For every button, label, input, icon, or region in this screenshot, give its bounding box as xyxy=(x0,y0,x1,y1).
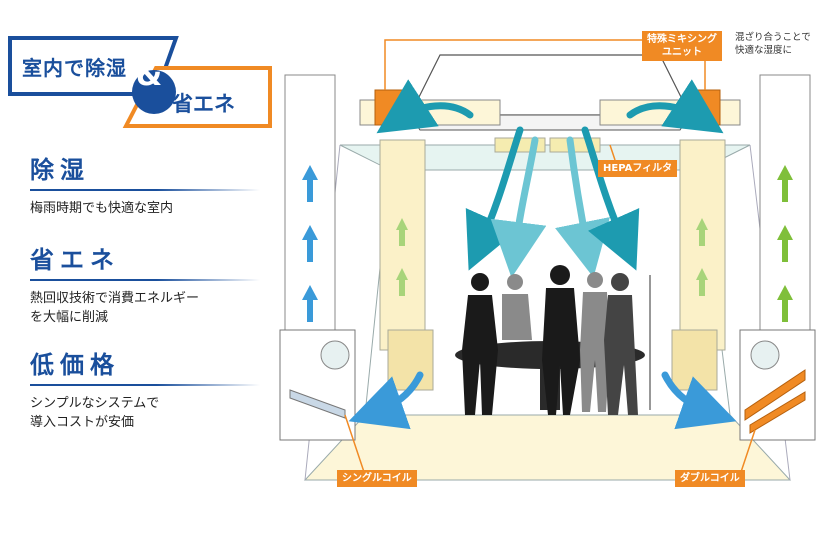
feature-title: 省エネ xyxy=(30,246,120,274)
double-coil xyxy=(744,369,806,421)
callout-hepa-filter: HEPAフィルタ xyxy=(598,160,678,177)
callout-line: 快適な湿度に xyxy=(735,45,793,56)
feature-desc-line: 導入コストが安価 xyxy=(30,415,135,430)
fan-left xyxy=(320,340,350,370)
callout-single-coil: シングルコイル xyxy=(337,470,417,487)
feature-divider xyxy=(30,279,260,281)
feature-desc-line: 梅雨時期でも快適な室内 xyxy=(30,201,174,216)
feature-energy-saving: 省エネ 熱回収技術で消費エネルギー を大幅に削減 xyxy=(30,240,260,327)
rising-air-arrows-right xyxy=(777,165,793,322)
callout-line: 特殊ミキシング xyxy=(647,34,717,45)
operating-room-diagram xyxy=(279,39,816,481)
fan-right xyxy=(750,340,780,370)
banner-title-energy-saving: 省エネ xyxy=(172,92,235,116)
title-banner xyxy=(8,36,272,128)
callout-mixing-unit: 特殊ミキシング ユニット xyxy=(642,31,722,61)
return-grille-right xyxy=(671,329,718,391)
single-coil xyxy=(289,389,346,419)
callout-double-coil: ダブルコイル xyxy=(675,470,745,487)
rising-air-arrows-left xyxy=(302,165,318,322)
air-handler-left xyxy=(279,329,356,441)
feature-desc-line: 熱回収技術で消費エネルギー xyxy=(30,291,200,306)
surgical-team-silhouettes xyxy=(462,265,580,415)
rising-air-arrows-inner xyxy=(396,218,708,296)
return-grille-left xyxy=(387,329,434,391)
callout-line: ユニット xyxy=(662,47,702,58)
feature-desc-line: シンプルなシステムで xyxy=(30,396,160,411)
downflow-air-arrows xyxy=(348,79,737,430)
mixing-unit-right xyxy=(689,89,721,126)
callout-mixing-note: 混ざり合うことで 快適な湿度に xyxy=(735,31,811,57)
feature-low-price: 低価格 シンプルなシステムで 導入コストが安価 xyxy=(30,345,260,432)
feature-divider xyxy=(30,384,260,386)
banner-ampersand: & xyxy=(136,58,163,93)
air-handler-right xyxy=(739,329,816,441)
feature-title: 除湿 xyxy=(30,156,90,184)
feature-divider xyxy=(30,189,260,191)
callout-line: 混ざり合うことで xyxy=(735,32,811,43)
feature-dehumidify: 除湿 梅雨時期でも快適な室内 xyxy=(30,150,260,218)
banner-title-dehumidify: 室内で除湿 xyxy=(22,56,127,80)
feature-title: 低価格 xyxy=(30,351,120,379)
feature-desc-line: を大幅に削減 xyxy=(30,310,109,325)
